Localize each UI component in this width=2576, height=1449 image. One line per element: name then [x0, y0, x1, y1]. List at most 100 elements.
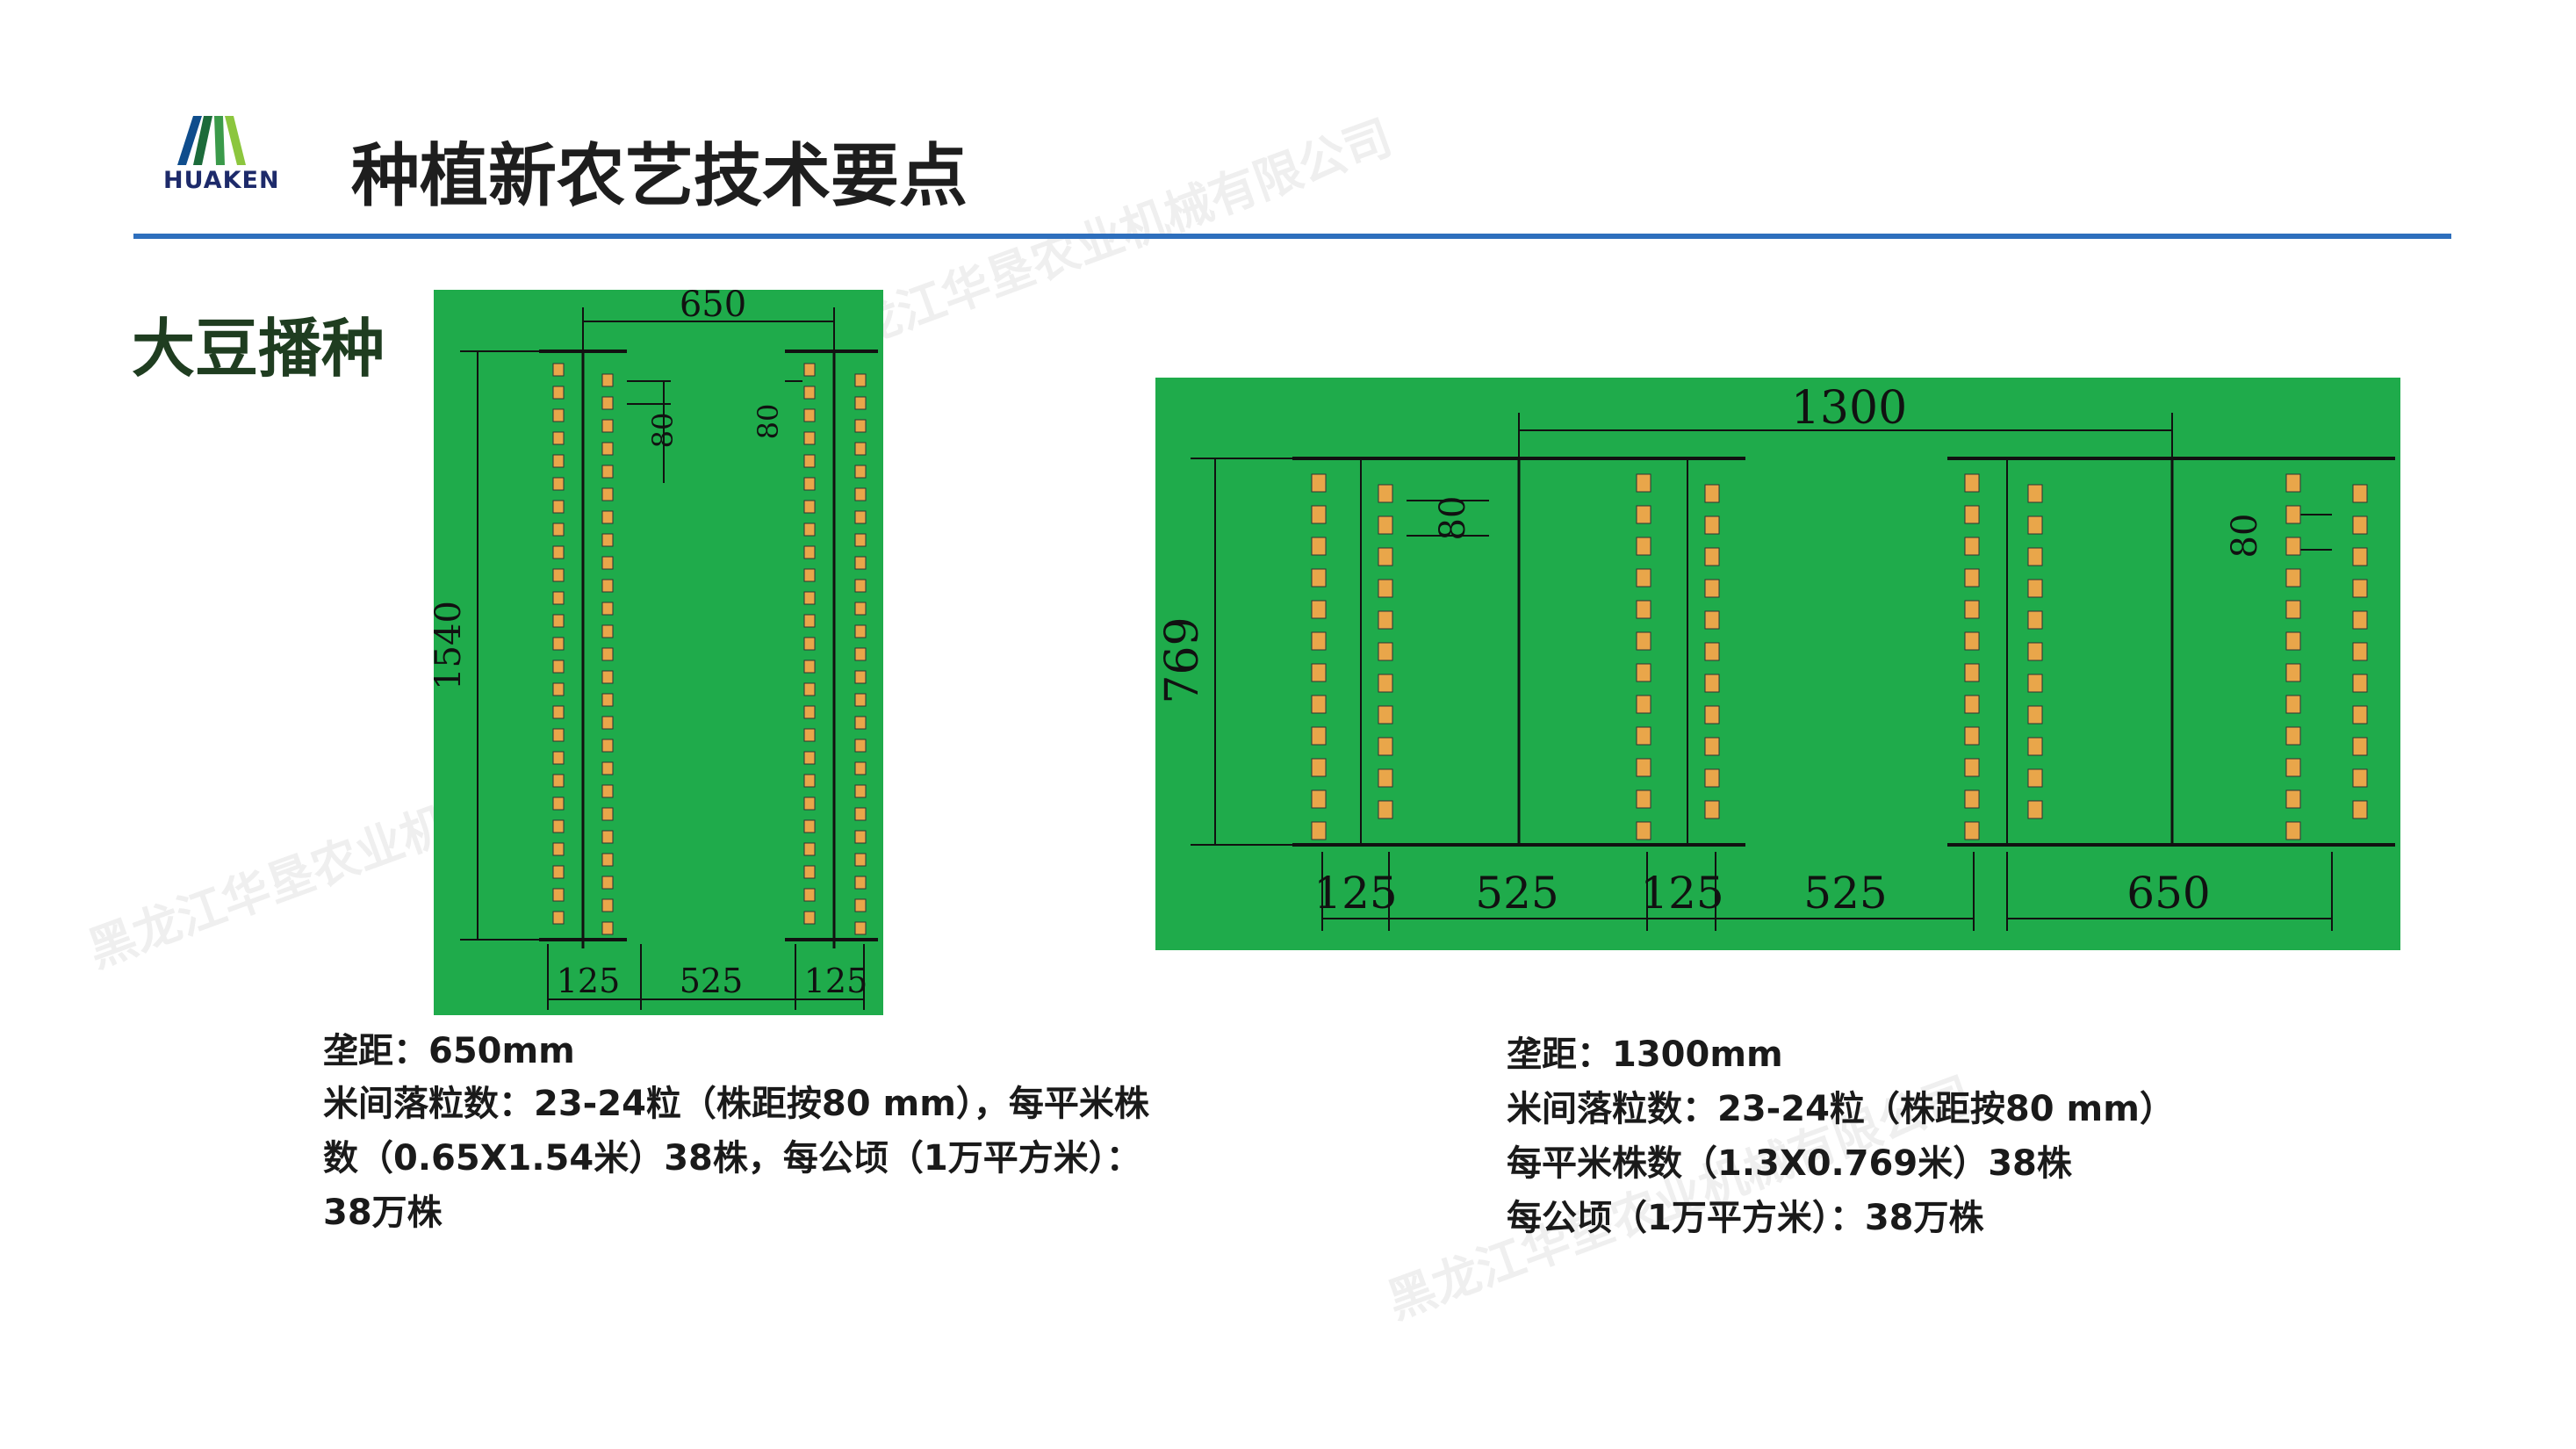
seed-marker: [854, 693, 867, 707]
seed-marker: [1636, 600, 1651, 619]
seed-marker: [1311, 821, 1327, 840]
seed-marker: [803, 888, 816, 902]
dim-label: 650: [680, 290, 746, 325]
seed-marker: [1964, 695, 1980, 714]
seed-marker: [854, 853, 867, 867]
dim-label: 650: [2126, 868, 2210, 919]
seed-marker: [854, 602, 867, 616]
seed-marker: [803, 568, 816, 582]
seed-marker: [552, 386, 565, 400]
seed-marker: [854, 716, 867, 730]
seed-marker: [803, 591, 816, 605]
seed-marker: [2027, 768, 2043, 788]
seed-marker: [601, 373, 614, 387]
seed-marker: [2285, 537, 2301, 556]
logo-text: HUAKEN: [163, 167, 280, 194]
seed-marker: [803, 865, 816, 879]
seed-marker: [1636, 473, 1651, 493]
seed-marker: [1311, 631, 1327, 651]
seed-marker: [552, 454, 565, 468]
seed-marker: [2285, 505, 2301, 524]
seed-marker: [854, 510, 867, 524]
seed-marker: [1964, 473, 1980, 493]
seed-marker: [1964, 821, 1980, 840]
seed-marker: [2285, 663, 2301, 682]
seed-marker: [1311, 568, 1327, 588]
seed-marker: [803, 614, 816, 628]
seed-marker: [2285, 789, 2301, 809]
seed-marker: [552, 660, 565, 674]
seed-marker: [1378, 705, 1393, 724]
dim-label: 125: [557, 962, 621, 1000]
note-left-1: 垄距：650mm: [323, 1031, 575, 1071]
seed-marker: [601, 419, 614, 433]
huaken-logo: [177, 116, 246, 165]
seed-marker: [552, 682, 565, 696]
seed-marker: [601, 784, 614, 798]
seed-marker: [854, 784, 867, 798]
seed-marker: [854, 898, 867, 912]
note-left-2: 米间落粒数：23-24粒（株距按80 mm），每平米株: [323, 1084, 1149, 1124]
seed-marker: [854, 921, 867, 935]
seed-marker: [803, 911, 816, 925]
seed-marker: [803, 819, 816, 833]
seed-marker: [1704, 547, 1720, 566]
seed-marker: [2352, 579, 2368, 598]
seed-marker: [1704, 768, 1720, 788]
dim-label: 525: [1803, 868, 1887, 919]
seed-marker: [854, 807, 867, 821]
seed-marker: [2285, 821, 2301, 840]
seed-marker: [2285, 568, 2301, 588]
seed-marker: [854, 487, 867, 501]
seed-marker: [1964, 631, 1980, 651]
seed-marker: [552, 431, 565, 445]
seed-marker: [1378, 515, 1393, 535]
seed-marker: [601, 853, 614, 867]
seed-marker: [1311, 505, 1327, 524]
note-right-3: 每平米株数（1.3X0.769米）38株: [1507, 1143, 2072, 1184]
section-title: 大豆播种: [132, 312, 385, 386]
seed-marker: [2352, 610, 2368, 630]
seed-marker: [601, 647, 614, 661]
seed-marker: [2285, 758, 2301, 777]
seed-marker: [552, 865, 565, 879]
seed-marker: [1964, 663, 1980, 682]
seed-marker: [2352, 705, 2368, 724]
seed-marker: [552, 819, 565, 833]
seed-marker: [1704, 674, 1720, 693]
dim-label: 80: [2225, 514, 2265, 559]
seed-marker: [1636, 726, 1651, 746]
title-divider: [133, 234, 2451, 239]
seed-marker: [2027, 515, 2043, 535]
dim-label: 1300: [1791, 382, 1907, 435]
seed-marker: [2027, 547, 2043, 566]
seed-marker: [2352, 484, 2368, 503]
seed-marker: [2352, 768, 2368, 788]
seed-marker: [803, 660, 816, 674]
seed-marker: [803, 454, 816, 468]
seed-marker: [2285, 473, 2301, 493]
seed-marker: [1636, 821, 1651, 840]
seed-marker: [1704, 484, 1720, 503]
dim-label: 80: [1433, 496, 1473, 541]
seed-marker: [601, 830, 614, 844]
seed-marker: [552, 500, 565, 514]
dim-label: 769: [1156, 616, 1209, 703]
seed-marker: [552, 591, 565, 605]
seed-marker: [2027, 737, 2043, 756]
seed-marker: [2285, 695, 2301, 714]
seed-marker: [803, 705, 816, 719]
seed-marker: [1964, 789, 1980, 809]
seed-marker: [803, 774, 816, 788]
seed-marker: [552, 545, 565, 559]
dim-label: 125: [804, 962, 868, 1000]
dim-label: 125: [1640, 868, 1723, 919]
seed-marker: [1704, 800, 1720, 819]
seed-markers: [552, 363, 867, 935]
seed-marker: [1964, 600, 1980, 619]
seed-marker: [552, 728, 565, 742]
seed-marker: [601, 693, 614, 707]
seed-marker: [552, 523, 565, 537]
seed-marker: [1636, 505, 1651, 524]
seed-marker: [1311, 663, 1327, 682]
